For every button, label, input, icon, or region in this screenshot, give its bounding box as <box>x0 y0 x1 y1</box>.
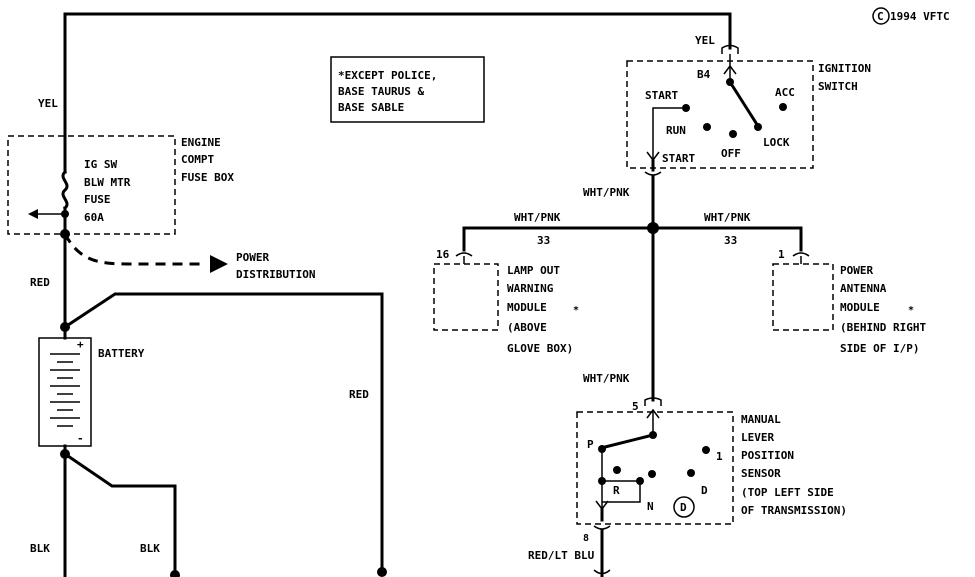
blk-wire-left-label: BLK <box>30 542 50 555</box>
power-antenna-module-frame <box>772 263 834 331</box>
ignition-switch-frame <box>626 60 814 169</box>
copyright-symbol: C <box>877 10 884 23</box>
connector-b4-icon <box>721 44 739 54</box>
mlps-frame <box>576 411 734 525</box>
lamp-out-line-3: MODULE <box>507 301 547 314</box>
note-line-3: BASE SABLE <box>338 101 404 114</box>
power-antenna-line-4: (BEHIND RIGHT <box>840 321 926 334</box>
blk-wires: BLK BLK <box>30 444 180 577</box>
power-distribution-label-1: POWER <box>236 251 269 264</box>
lamp-out-line-5: GLOVE BOX) <box>507 342 573 355</box>
connector-16-icon <box>455 252 473 257</box>
engine-fuse-box-title-2: COMPT <box>181 153 214 166</box>
note-line-1: *EXCEPT POLICE, <box>338 69 437 82</box>
arrow-left-icon <box>28 209 38 219</box>
red-lt-blu-label: RED/LT BLU <box>528 549 595 562</box>
mlps-title-5: (TOP LEFT SIDE <box>741 486 834 499</box>
yel-wire-top: YEL YEL <box>38 12 732 138</box>
power-antenna-line-1: POWER <box>840 264 873 277</box>
lamp-out-line-2: WARNING <box>507 282 554 295</box>
ignition-pos-acc: ACC <box>775 86 795 99</box>
mlps-pos-1: 1 <box>716 450 723 463</box>
ignition-switch-title-2: SWITCH <box>818 80 858 93</box>
note-box: *EXCEPT POLICE, BASE TAURUS & BASE SABLE <box>330 56 485 123</box>
ignition-pos-off: OFF <box>721 147 741 160</box>
wht-pnk-lower-label: WHT/PNK <box>583 372 630 385</box>
power-antenna-line-5: SIDE OF I/P) <box>840 342 919 355</box>
mlps-pos-n: N <box>647 500 654 513</box>
red-wire-left-label: RED <box>30 276 50 289</box>
battery-cells-icon <box>50 353 80 427</box>
connector-1-icon <box>792 252 810 257</box>
red-wires: RED RED <box>30 232 387 577</box>
power-antenna-module: 1 POWER ANTENNA MODULE * (BEHIND RIGHT S… <box>772 248 926 355</box>
mlps-title-1: MANUAL <box>741 413 781 426</box>
mlps-pos-p: P <box>587 438 594 451</box>
engine-fuse-box-title-1: ENGINE <box>181 136 221 149</box>
arrow-right-icon <box>210 255 228 273</box>
mlps-title-4: SENSOR <box>741 467 781 480</box>
ignition-pos-start: START <box>645 89 678 102</box>
power-distribution-label-2: DISTRIBUTION <box>236 268 315 281</box>
ignition-switch-title-1: IGNITION <box>818 62 871 75</box>
wht-pnk-top-label: WHT/PNK <box>583 186 630 199</box>
wht-pnk-left-label: WHT/PNK <box>514 211 561 224</box>
mlps: 5 8 MANUAL LEVER POSITION SENSOR (TOP LE… <box>528 397 847 577</box>
battery-label: BATTERY <box>98 347 145 360</box>
drive-circle-icon <box>673 496 695 518</box>
ignition-pin-b4: B4 <box>697 68 711 81</box>
lamp-out-module-frame <box>433 263 499 331</box>
power-distribution: POWER DISTRIBUTION <box>60 229 315 281</box>
mlps-pos-r: R <box>613 484 620 497</box>
wht-pnk-wires: WHT/PNK WHT/PNK WHT/PNK 33 33 WHT/PNK <box>462 186 803 402</box>
note-frame <box>330 56 485 123</box>
circuit-33-left: 33 <box>537 234 550 247</box>
mlps-title-3: POSITION <box>741 449 794 462</box>
fuse-label-4: 60A <box>84 211 104 224</box>
mlps-pos-d-circled: D <box>680 501 687 514</box>
battery-plus: + <box>77 338 84 351</box>
ignition-pos-run: RUN <box>666 124 686 137</box>
fuse-label-3: FUSE <box>84 193 111 206</box>
ignition-pos-lock: LOCK <box>763 136 790 149</box>
lamp-out-line-4: (ABOVE <box>507 321 547 334</box>
engine-fuse-box-frame <box>7 135 176 235</box>
lamp-out-marker: * <box>573 305 579 316</box>
mlps-pin-8: 8 <box>583 533 589 544</box>
power-antenna-pin: 1 <box>778 248 785 261</box>
mlps-pos-d: D <box>701 484 708 497</box>
lamp-out-line-1: LAMP OUT <box>507 264 560 277</box>
fuse-label-1: IG SW <box>84 158 117 171</box>
mlps-title-2: LEVER <box>741 431 774 444</box>
yel-wire-top-label: YEL <box>695 34 715 47</box>
yel-wire-left-label: YEL <box>38 97 58 110</box>
note-line-2: BASE TAURUS & <box>338 85 424 98</box>
red-wire-right-label: RED <box>349 388 369 401</box>
engine-fuse-box: ENGINE COMPT FUSE BOX IG SW BLW MTR FUSE… <box>7 134 234 235</box>
wht-pnk-right-label: WHT/PNK <box>704 211 751 224</box>
power-antenna-line-3: MODULE <box>840 301 880 314</box>
copyright-circle-icon <box>872 7 890 25</box>
mlps-title-6: OF TRANSMISSION) <box>741 504 847 517</box>
fuse-label-2: BLW MTR <box>84 176 131 189</box>
ignition-switch: IGNITION SWITCH B4 START RUN OFF ACC LOC… <box>626 44 871 230</box>
copyright-text: 1994 VFTC <box>890 10 950 23</box>
fuse-icon <box>61 169 69 211</box>
power-antenna-marker: * <box>908 305 914 316</box>
lamp-out-pin: 16 <box>436 248 450 261</box>
copyright-mark: C 1994 VFTC <box>872 7 950 25</box>
battery-minus: - <box>77 432 84 445</box>
battery: + - BATTERY <box>38 337 145 447</box>
lamp-out-module: 16 LAMP OUT WARNING MODULE * (ABOVE GLOV… <box>433 248 579 355</box>
ignition-pos-start-bottom: START <box>662 152 695 165</box>
connector-5-icon <box>644 397 662 406</box>
blk-wire-right-label: BLK <box>140 542 160 555</box>
mlps-pin-5: 5 <box>632 400 639 413</box>
engine-fuse-box-title-3: FUSE BOX <box>181 171 234 184</box>
circuit-33-right: 33 <box>724 234 737 247</box>
power-antenna-line-2: ANTENNA <box>840 282 887 295</box>
